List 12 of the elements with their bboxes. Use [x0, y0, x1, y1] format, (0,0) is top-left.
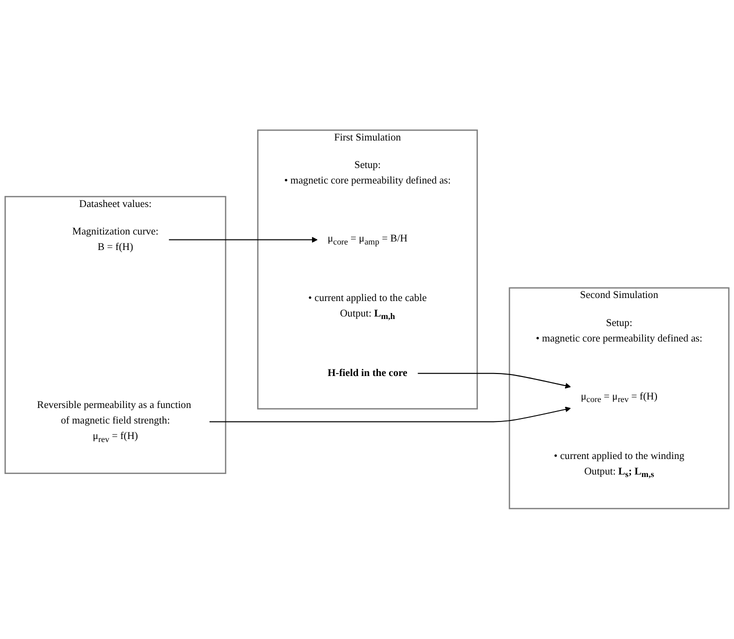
arrow — [417, 373, 571, 389]
arrow — [168, 237, 318, 243]
node-text: • current applied to the cable Output: L$_{m,h}$ — [308, 292, 427, 322]
arrow — [209, 406, 571, 422]
node-text: Reversible permeability as a function of magnetic field strength: μ$_{rev}$ = f(H) — [37, 400, 192, 444]
node-text: μ$_{core}$ = μ$_{rev}$ = f(H) — [580, 391, 658, 404]
node-text: • current applied to the winding Output: L$_{s}$; L$_{m,s}$ — [554, 450, 684, 480]
node-text: Setup: • magnetic core permeability defined as: — [536, 318, 702, 344]
node-text: H-field in the core — [328, 368, 408, 379]
node-text: Magnitization curve: B = f(H) — [72, 226, 158, 253]
node-text: μ$_{core}$ = μ$_{amp}$ = B/H — [328, 233, 408, 246]
node-text: Setup: • magnetic core permeability defined as: — [284, 160, 451, 186]
